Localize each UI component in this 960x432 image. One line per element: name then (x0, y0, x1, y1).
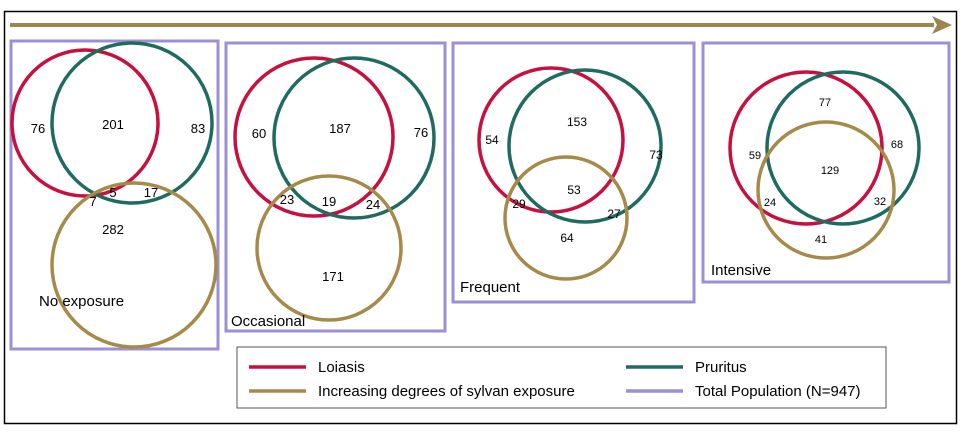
count-sylvan-only: 171 (322, 269, 344, 284)
legend-label-sylvan: Increasing degrees of sylvan exposure (318, 383, 575, 400)
sylvan-circle (50, 181, 218, 349)
legend-item-loiasis: Loiasis (249, 359, 365, 376)
count-sylvan-only: 64 (560, 231, 574, 245)
count-loiasis-sylvan: 29 (512, 197, 526, 211)
exposure-arrow (10, 16, 952, 34)
count-all-three: 53 (567, 183, 581, 197)
count-pruritus-only: 73 (649, 148, 663, 162)
population-box (701, 41, 951, 284)
population-box (224, 41, 447, 333)
count-loiasis-pruritus: 153 (567, 115, 587, 129)
sylvan-circle (756, 120, 896, 260)
loiasis-circle (233, 56, 395, 218)
count-loiasis-only: 76 (31, 121, 45, 136)
count-pruritus-sylvan: 27 (607, 207, 621, 221)
population-box (9, 39, 220, 351)
count-all-three: 129 (821, 165, 839, 177)
panel-label: Frequent (460, 279, 521, 296)
count-loiasis-pruritus: 201 (102, 117, 124, 132)
loiasis-circle (728, 70, 884, 226)
panel-frequent: 54 153 73 29 53 27 64 Frequent (451, 41, 696, 304)
legend-label-pruritus: Pruritus (695, 359, 747, 376)
pruritus-circle (507, 68, 663, 224)
count-pruritus-sylvan: 32 (874, 196, 886, 208)
count-pruritus-sylvan: 17 (144, 185, 158, 200)
count-loiasis-only: 60 (252, 126, 266, 141)
legend-item-sylvan: Increasing degrees of sylvan exposure (249, 383, 575, 400)
pruritus-circle (765, 70, 921, 226)
count-pruritus-only: 83 (191, 121, 205, 136)
panel-label: Occasional (231, 313, 305, 330)
count-pruritus-only: 76 (414, 125, 428, 140)
population-box (451, 41, 696, 304)
panel-label: Intensive (711, 262, 771, 279)
pruritus-circle (272, 56, 436, 220)
legend-box (236, 346, 887, 409)
count-all-three: 5 (109, 185, 116, 200)
loiasis-circle (10, 48, 160, 198)
legend-item-pruritus: Pruritus (626, 359, 747, 376)
sylvan-circle (503, 155, 629, 281)
count-loiasis-only: 59 (749, 150, 761, 162)
count-all-three: 19 (322, 194, 336, 209)
figure-frame (3, 10, 958, 425)
count-sylvan-only: 41 (815, 234, 827, 246)
count-loiasis-only: 54 (485, 133, 499, 147)
count-pruritus-only: 68 (891, 139, 903, 151)
panel-intensive: 77 59 68 129 24 32 41 Intensive (701, 41, 951, 284)
panel-occasional: 60 187 76 23 19 24 171 Occasional (224, 41, 447, 333)
count-loiasis-sylvan: 24 (764, 197, 776, 209)
sylvan-circle (255, 174, 403, 322)
count-loiasis-pruritus: 77 (819, 97, 831, 109)
count-loiasis-sylvan: 23 (280, 192, 294, 207)
panel-label: No exposure (39, 293, 124, 310)
legend-label-population: Total Population (N=947) (695, 383, 861, 400)
count-sylvan-only: 282 (102, 222, 124, 237)
legend-item-population: Total Population (N=947) (626, 383, 861, 400)
count-loiasis-pruritus: 187 (329, 121, 351, 136)
exposure-arrow-head (932, 16, 952, 34)
pruritus-circle (50, 41, 214, 205)
legend-label-loiasis: Loiasis (318, 359, 365, 376)
panel-no-exposure: 76 201 83 7 5 17 282 No exposure (9, 39, 220, 351)
count-pruritus-sylvan: 24 (366, 197, 380, 212)
count-loiasis-sylvan: 7 (89, 194, 96, 209)
legend: Loiasis Pruritus Increasing degrees of s… (236, 346, 887, 409)
loiasis-circle (477, 66, 625, 214)
